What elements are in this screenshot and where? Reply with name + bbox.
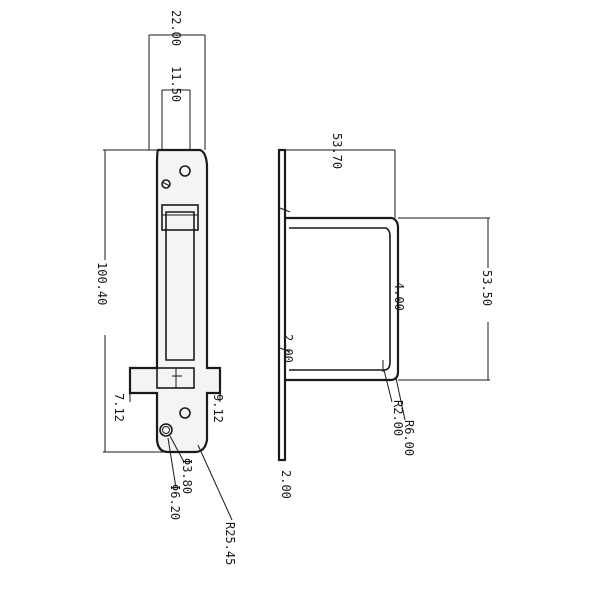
label-10040: 100.40 xyxy=(95,262,109,305)
label-1150: 11.50 xyxy=(169,66,183,102)
label-22: 22.00 xyxy=(169,10,183,46)
front-view-labels: 22.00 11.50 100.40 7.12 9.12 Φ3.80 Φ6.20… xyxy=(95,10,237,565)
leader-r6 xyxy=(395,377,406,421)
hole-top-left xyxy=(161,179,171,189)
leader-phi380 xyxy=(169,435,185,463)
hole-top-right xyxy=(179,165,191,177)
side-u-bracket-inner xyxy=(289,227,391,371)
side-view-labels: 53.70 53.50 4.00 2.00 R2.00 R6.00 2.00 xyxy=(279,133,494,499)
label-400: 4.00 xyxy=(392,282,406,311)
hole-bottom-right xyxy=(179,407,191,419)
front-view xyxy=(128,148,222,454)
label-5370: 53.70 xyxy=(330,133,344,169)
front-view-dimensions xyxy=(103,34,233,521)
hole-bottom-left-outer xyxy=(159,423,173,437)
tick-mark xyxy=(161,181,171,187)
leader-r2545 xyxy=(197,444,233,521)
label-r2545: R25.45 xyxy=(223,522,237,565)
side-base-plate xyxy=(277,148,287,462)
upper-window xyxy=(161,204,199,231)
side-view xyxy=(277,148,400,462)
base-mark-mid xyxy=(279,347,291,353)
label-712: 7.12 xyxy=(112,393,126,422)
plate-outline xyxy=(128,148,222,454)
leader-r2 xyxy=(383,369,393,403)
label-912: 9.12 xyxy=(211,394,225,423)
label-thickness: 2.00 xyxy=(279,470,293,499)
label-r6: R6.00 xyxy=(402,420,416,456)
center-slot xyxy=(165,211,195,361)
side-view-dimensions xyxy=(279,149,490,421)
label-5350: 53.50 xyxy=(480,270,494,306)
label-phi620: Φ6.20 xyxy=(168,484,182,520)
leader-phi620 xyxy=(167,437,177,489)
side-u-bracket xyxy=(285,216,400,382)
label-r2: R2.00 xyxy=(391,400,405,436)
label-200-side: 2.00 xyxy=(281,334,295,363)
base-mark-top xyxy=(279,207,291,213)
label-phi380: Φ3.80 xyxy=(180,458,194,494)
hole-bottom-left-inner xyxy=(162,426,170,434)
